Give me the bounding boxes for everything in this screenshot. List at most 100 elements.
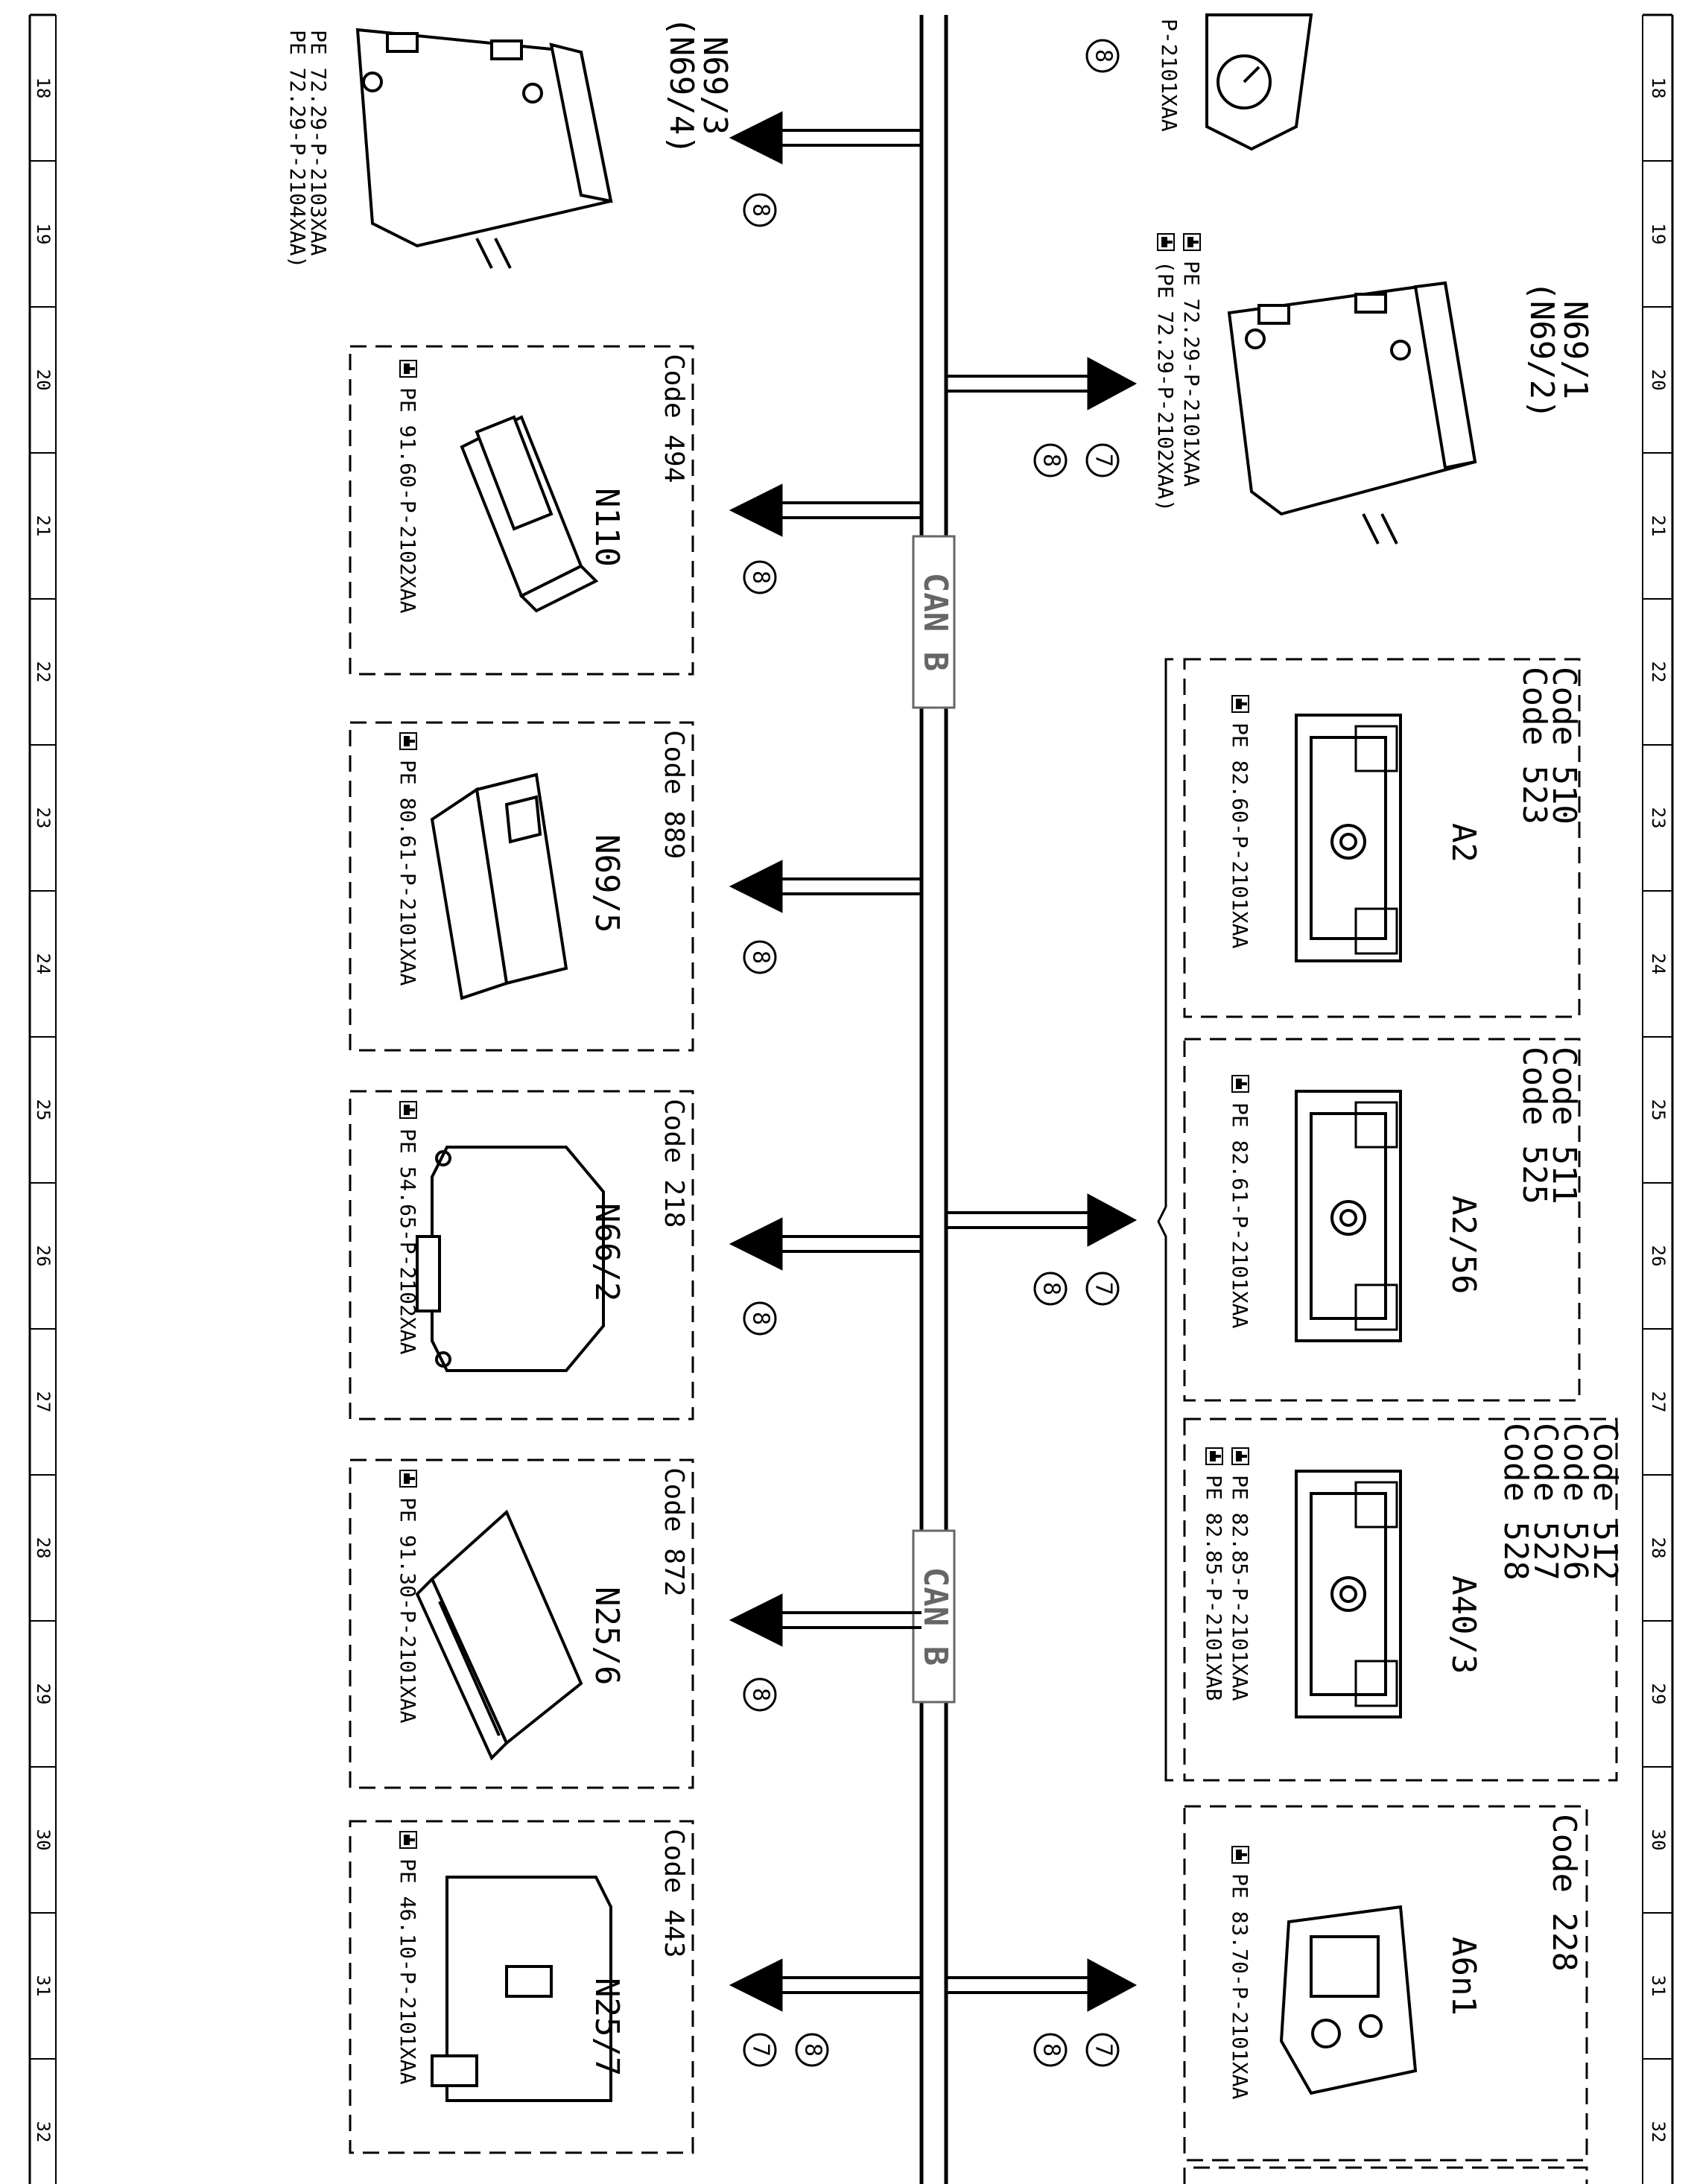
reference-text: PE 82.85-P-2101XAA: [1228, 1475, 1252, 1701]
ruler-number: 31: [1648, 1975, 1669, 1997]
ruler-number: 30: [33, 1829, 54, 1851]
option-code: Code 527: [1526, 1423, 1564, 1581]
ruler-number: 23: [1648, 807, 1669, 829]
pointing-hand-icon: [1157, 233, 1175, 251]
right-branches: [946, 357, 1138, 2012]
ruler-number: 18: [1648, 77, 1669, 99]
reference-text: PE 72.29-P-2103XAA: [306, 30, 331, 256]
pointing-hand-icon: [399, 732, 417, 750]
branch-n69-5: [729, 860, 922, 913]
option-code: Code 528: [1497, 1423, 1535, 1581]
pointing-hand-icon: [399, 1831, 417, 1849]
ruler-number: 32: [1648, 2121, 1669, 2143]
ruler-number: 22: [1648, 661, 1669, 683]
ruler-number: 19: [1648, 223, 1669, 245]
module-id: A6n1: [1444, 1937, 1482, 2016]
module-id: N69/5: [588, 834, 626, 933]
module-top-cluster: P-2101XAA: [1157, 13, 1313, 151]
pointing-hand-icon: [399, 1101, 417, 1119]
reference-text: PE 83.70-P-2101XAA: [1228, 1873, 1252, 2100]
signal-circle: 8: [795, 2033, 829, 2067]
ruler-number: 25: [33, 1099, 54, 1121]
module-a40-3: Code 512 Code 526 Code 527 Code 528 A40/…: [1183, 1418, 1624, 1782]
option-code: Code 525: [1515, 1047, 1553, 1204]
audio-group-bracket: [1157, 658, 1173, 1782]
module-id: A40/3: [1444, 1575, 1482, 1674]
option-code: Code 511: [1545, 1047, 1583, 1204]
reference-text: PE 82.60-P-2101XAA: [1228, 723, 1252, 949]
module-id: A2: [1444, 823, 1482, 863]
svg-text:8: 8: [748, 571, 774, 584]
ruler-number: 18: [33, 77, 54, 99]
svg-text:CAN B: CAN B: [916, 573, 954, 671]
module-n110: Code 494 N110 PE 91.60-P-2102XAA: [349, 345, 694, 676]
svg-text:8: 8: [1038, 1282, 1065, 1295]
option-code: Code 443: [659, 1829, 689, 1958]
svg-text:8: 8: [748, 950, 774, 964]
module-a6n1: Code 228 A6n1 PE 83.70-P-2101XAA: [1183, 1805, 1588, 2162]
ruler-number: 27: [33, 1391, 54, 1413]
reference-text: PE 46.10-P-2101XAA: [396, 1858, 420, 2085]
branch-n25-6: [729, 1593, 922, 1647]
option-box: [349, 345, 694, 676]
option-code: Code 512: [1586, 1423, 1624, 1581]
signal-circle: 8: [1033, 443, 1068, 477]
ruler-number: 26: [33, 1245, 54, 1267]
module-drawing: [1227, 281, 1477, 545]
signal-circle: 8: [743, 1677, 777, 1712]
module-n25-6: Code 872 N25/6 PE 91.30-P-2101XAA: [349, 1458, 694, 1789]
svg-text:8: 8: [1091, 49, 1117, 63]
reference-text: PE 72.29-P-2104XAA): [285, 30, 310, 268]
reference-text: PE 82.61-P-2101XAA: [1228, 1102, 1252, 1329]
svg-text:CAN B: CAN B: [916, 1567, 954, 1666]
module-drawing: [1295, 714, 1402, 962]
module-n66-2: Code 218 N66/2 PE 54.65-P-2102XAA: [349, 1090, 694, 1420]
ruler-number: 25: [1648, 1099, 1669, 1121]
module-drawing: [416, 1146, 605, 1372]
module-drawing: [1295, 1090, 1402, 1342]
branch-n110: [729, 483, 922, 537]
option-box: [349, 721, 694, 1052]
module-id: N69/3: [696, 36, 734, 135]
branch-n69-1: [946, 357, 1138, 410]
pointing-hand-icon: [399, 360, 417, 378]
option-code: Code 872: [659, 1467, 689, 1596]
option-code: Code 526: [1556, 1423, 1594, 1581]
svg-text:7: 7: [1091, 454, 1117, 467]
option-code: Code 523: [1515, 667, 1553, 825]
reference-text: PE 91.30-P-2101XAA: [396, 1497, 420, 1724]
ruler-number: 21: [33, 515, 54, 537]
branch-n66-2: [729, 1217, 922, 1271]
reference-text: PE 82.85-P-2101XAB: [1202, 1475, 1226, 1701]
svg-text:8: 8: [1038, 454, 1065, 467]
ruler-number: 20: [33, 369, 54, 391]
reference-text: PE 80.61-P-2101XAA: [396, 760, 420, 986]
can-b-label-upper: CAN B: [912, 535, 956, 709]
signal-markers: 8 8 8 8 8 8 7 8 7 8 7 8 7 8: [743, 39, 1120, 2067]
ruler-number: 31: [33, 1975, 54, 1997]
option-box: [1183, 1418, 1618, 1782]
option-code: Code 494: [659, 354, 689, 483]
module-drawing: [431, 1876, 612, 2102]
signal-circle: 8: [1033, 2033, 1068, 2067]
svg-text:7: 7: [748, 2043, 774, 2057]
reference-text: (PE 72.29-P-2102XAA): [1153, 261, 1178, 512]
module-drawing: [460, 415, 599, 613]
ruler-number: 30: [1648, 1829, 1669, 1851]
module-drawing: [415, 1509, 583, 1761]
module-a2-56: Code 511 Code 525 A2/56 PE 82.61-P-2101X…: [1183, 1038, 1583, 1402]
module-a2: Code 510 Code 523 A2 PE 82.60-P-2101XAA: [1183, 658, 1583, 1018]
signal-circle: 8: [1033, 1272, 1068, 1306]
pointing-hand-icon: [1231, 1846, 1249, 1864]
svg-text:7: 7: [1091, 1282, 1117, 1295]
module-drawing: [355, 28, 613, 269]
ruler-number: 28: [33, 1537, 54, 1559]
module-n69-5: Code 889 N69/5 PE 80.61-P-2101XAA: [349, 721, 694, 1052]
module-id: N25/7: [588, 1978, 626, 2076]
module-n25-7: Code 443 N25/7 PE 46.10-P-2101XAA: [349, 1820, 694, 2154]
reference-text: P-2101XAA: [1157, 19, 1181, 132]
can-b-bus: CAN B CAN B: [912, 15, 956, 2184]
signal-circle: 8: [743, 940, 777, 974]
